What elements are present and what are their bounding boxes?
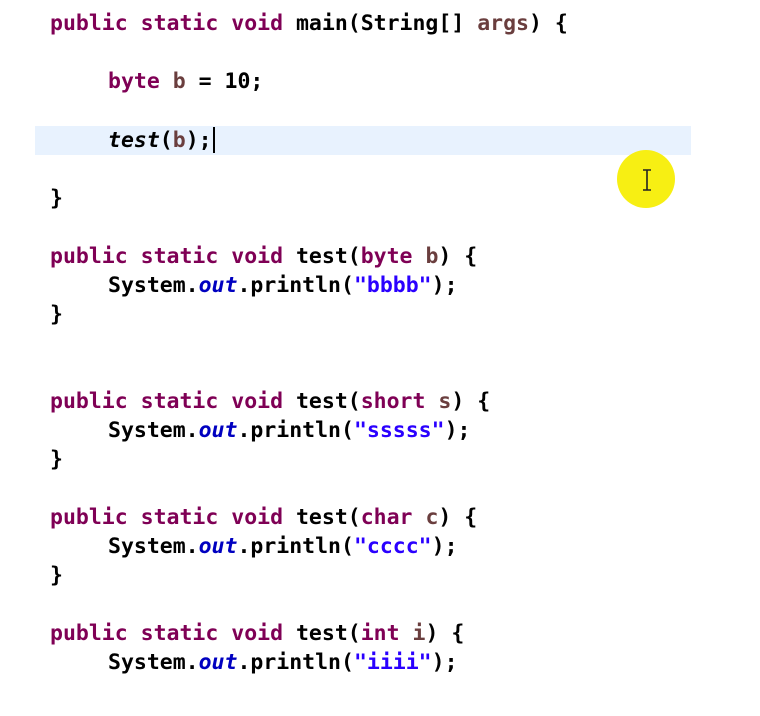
- code-line-test-byte-close: }: [50, 302, 63, 327]
- code-line-test-byte-body: System.out.println("bbbb");: [108, 273, 458, 298]
- code-line-test-short-body: System.out.println("sssss");: [108, 418, 471, 443]
- i-beam-cursor-icon: [641, 169, 653, 191]
- code-line-test-char-body: System.out.println("cccc");: [108, 534, 458, 559]
- code-line-main-close: }: [50, 186, 63, 211]
- code-editor[interactable]: [35, 0, 691, 683]
- code-line-main-declaration: public static void main(String[] args) {: [50, 11, 568, 36]
- code-line-test-byte-declaration: public static void test(byte b) {: [50, 244, 478, 269]
- code-line-test-char-declaration: public static void test(char c) {: [50, 505, 478, 530]
- code-line-test-int-declaration: public static void test(int i) {: [50, 621, 465, 646]
- code-line-test-char-close: }: [50, 563, 63, 588]
- code-line-test-short-declaration: public static void test(short s) {: [50, 389, 491, 414]
- mouse-cursor-highlight: [617, 150, 675, 208]
- code-line-test-short-close: }: [50, 447, 63, 472]
- text-caret: [212, 126, 215, 153]
- code-line-byte-declaration: byte b = 10;: [108, 69, 264, 94]
- current-line-highlight: [35, 126, 691, 155]
- code-line-test-call[interactable]: test(b);: [108, 126, 215, 155]
- code-line-test-int-body: System.out.println("iiii");: [108, 650, 458, 675]
